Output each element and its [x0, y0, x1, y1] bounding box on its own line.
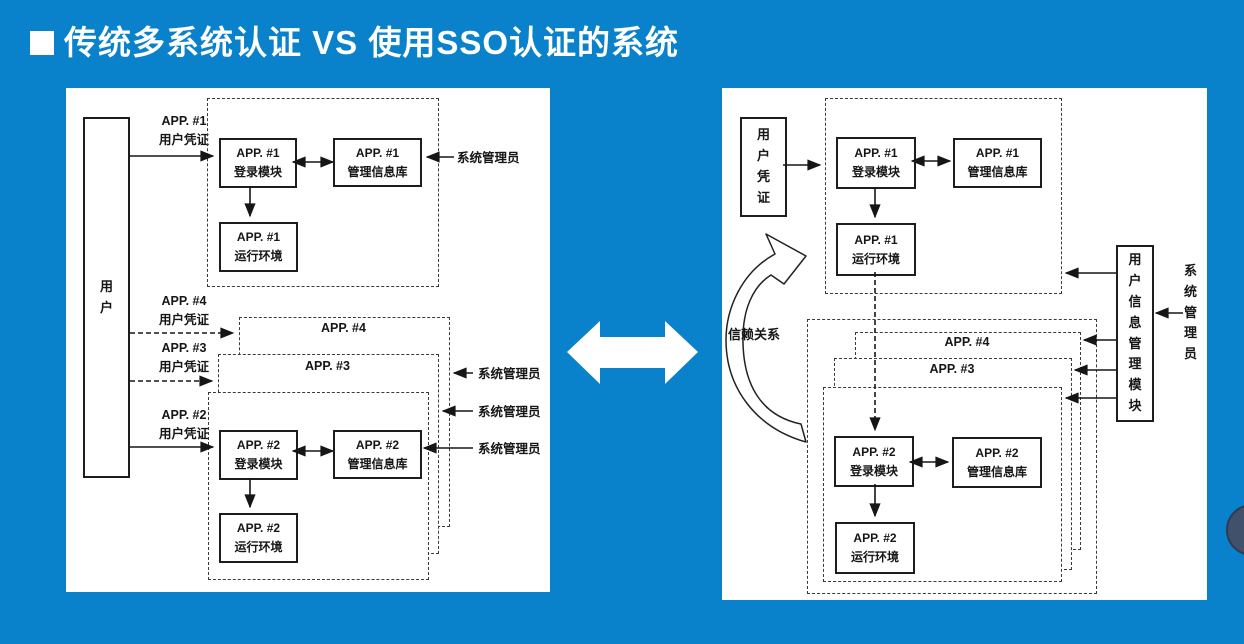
sso-auth-diagram: 用户凭证 APP. #4 APP. #3 APP. #1 登录模块 APP. #… — [722, 88, 1207, 600]
app2-login-module-box: APP. #2 登录模块 — [834, 436, 914, 487]
app2-login-module-box: APP. #2 登录模块 — [219, 430, 298, 480]
credential-label-app4: APP. #4 用户凭证 — [158, 294, 209, 327]
vs-double-arrow-icon — [567, 321, 698, 384]
app3-sheet-label: APP. #3 — [929, 362, 975, 376]
sysadmin-label-2: 系统管理员 — [478, 367, 541, 381]
app4-sheet-label: APP. #4 — [321, 321, 366, 335]
user-info-mgmt-module-label: 用户信息管理模块 — [1128, 252, 1142, 413]
app3-sheet-label: APP. #3 — [305, 359, 350, 373]
sysadmin-label: 系统管理员 — [1183, 263, 1197, 362]
app1-mib-box: APP. #1 管理信息库 — [953, 138, 1042, 188]
app4-sheet-label: APP. #4 — [944, 335, 990, 349]
sysadmin-label-3: 系统管理员 — [478, 405, 541, 419]
app1-domain-box — [207, 98, 439, 287]
user-credential-label: 用户凭证 — [756, 127, 770, 205]
app2-runtime-box: APP. #2 运行环境 — [219, 513, 298, 563]
title-bullet-icon — [30, 31, 54, 55]
trust-relationship-label: 信赖关系 — [728, 327, 781, 342]
sysadmin-label-1: 系统管理员 — [457, 151, 520, 165]
app2-mib-box: APP. #2 管理信息库 — [952, 437, 1042, 488]
traditional-auth-diagram: 用户 APP. #1 用户凭证 APP. #4 用户凭证 APP. #3 用户凭… — [66, 88, 550, 592]
user-box: 用户 — [83, 117, 130, 478]
credential-label-app1: APP. #1 用户凭证 — [158, 114, 209, 147]
floating-nav-button[interactable]: ✎ — [1226, 504, 1244, 556]
user-info-mgmt-module-box: 用户信息管理模块 — [1116, 245, 1154, 422]
credential-label-app2: APP. #2 用户凭证 — [158, 408, 209, 441]
app1-mib-box: APP. #1 管理信息库 — [333, 138, 422, 187]
app1-domain-box — [825, 98, 1062, 294]
app1-runtime-box: APP. #1 运行环境 — [219, 222, 298, 272]
app1-login-module-box: APP. #1 登录模块 — [219, 138, 297, 188]
user-box-label: 用户 — [99, 278, 113, 315]
user-credential-box: 用户凭证 — [740, 117, 787, 217]
sysadmin-label-4: 系统管理员 — [478, 442, 541, 456]
app1-runtime-box: APP. #1 运行环境 — [836, 223, 916, 276]
app2-mib-box: APP. #2 管理信息库 — [333, 430, 422, 479]
page-title: 传统多系统认证 VS 使用SSO认证的系统 — [64, 24, 680, 61]
app2-runtime-box: APP. #2 运行环境 — [835, 522, 915, 574]
credential-label-app3: APP. #3 用户凭证 — [158, 341, 209, 374]
app1-login-module-box: APP. #1 登录模块 — [836, 137, 916, 189]
